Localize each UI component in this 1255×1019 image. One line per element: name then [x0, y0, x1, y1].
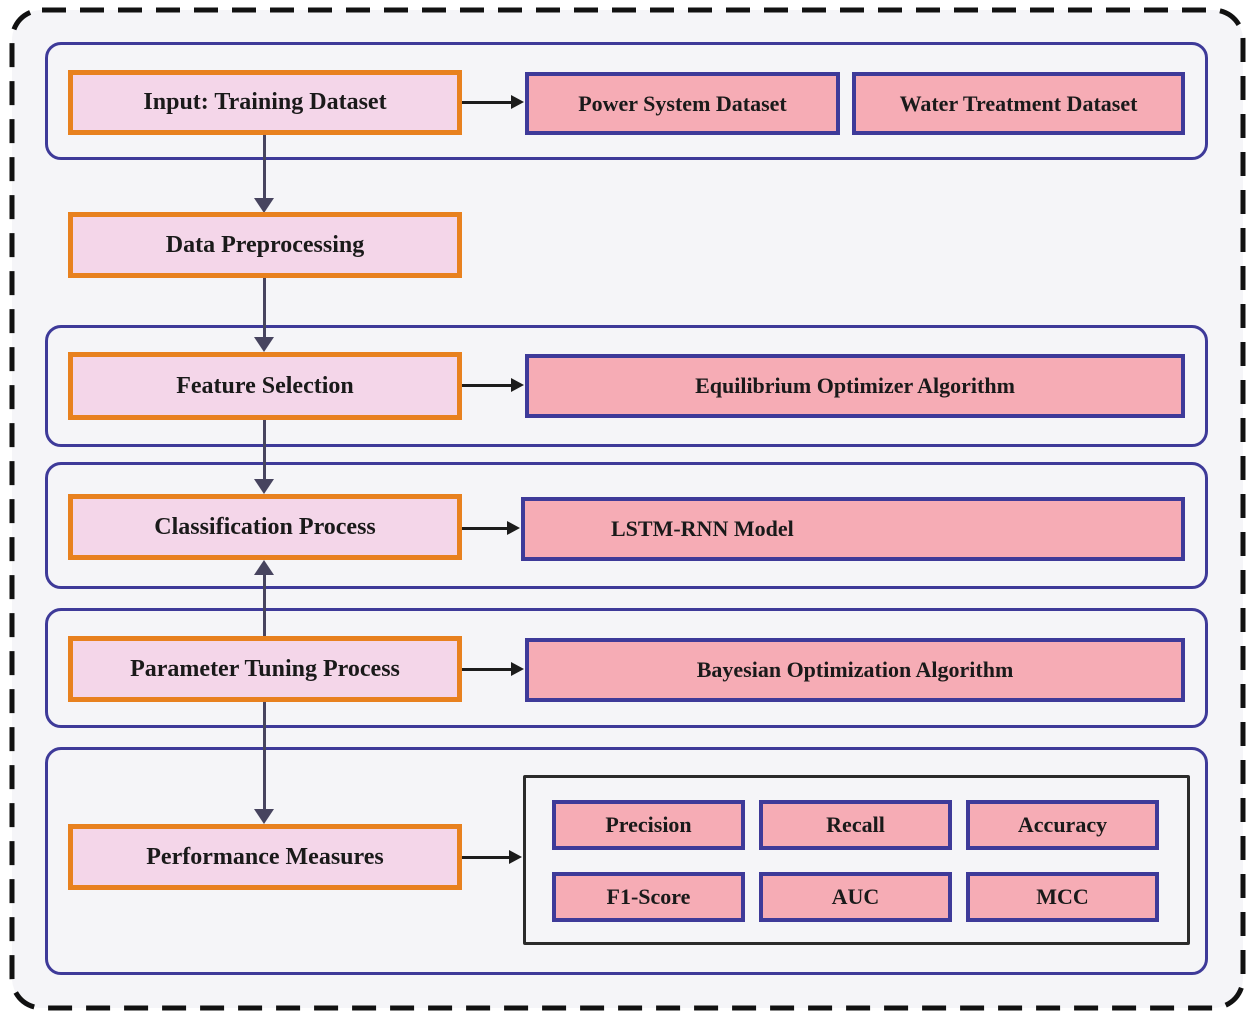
input-section-container: [45, 42, 1208, 160]
feature-selection-label: Feature Selection: [176, 372, 354, 399]
arrow-line: [263, 278, 266, 339]
bayesian-optimization-box: Bayesian Optimization Algorithm: [525, 638, 1185, 702]
arrow-line: [462, 101, 513, 104]
arrow-line: [263, 702, 266, 810]
metric-box-precision: Precision: [552, 800, 745, 850]
parameter-tuning-process-box: Parameter Tuning Process: [68, 636, 462, 702]
power-system-dataset-label: Power System Dataset: [578, 90, 787, 116]
input-training-dataset-label: Input: Training Dataset: [143, 89, 387, 115]
arrow-line: [462, 856, 511, 859]
arrow-head-down-icon: [254, 809, 274, 824]
arrow-line: [263, 573, 266, 636]
arrow-head-right-icon: [507, 521, 520, 535]
water-treatment-dataset-box: Water Treatment Dataset: [852, 72, 1185, 135]
arrow-line: [462, 527, 509, 530]
parameter-tuning-section-container: [45, 608, 1208, 728]
metric-label: MCC: [1036, 884, 1089, 909]
arrow-head-right-icon: [511, 95, 524, 109]
metric-label: F1-Score: [606, 884, 691, 909]
metrics-frame: [523, 775, 1190, 945]
metric-box-accuracy: Accuracy: [966, 800, 1159, 850]
equilibrium-optimizer-label: Equilibrium Optimizer Algorithm: [695, 373, 1015, 398]
arrow-line: [462, 384, 513, 387]
bayesian-optimization-label: Bayesian Optimization Algorithm: [696, 657, 1014, 682]
arrow-line: [263, 135, 266, 200]
arrow-head-right-icon: [511, 662, 524, 676]
classification-process-label: Classification Process: [154, 513, 376, 540]
metric-box-mcc: MCC: [966, 872, 1159, 922]
metric-label: Precision: [605, 812, 692, 837]
metric-label: AUC: [831, 884, 880, 909]
arrow-head-right-icon: [509, 850, 522, 864]
parameter-tuning-process-label: Parameter Tuning Process: [130, 655, 400, 682]
metric-box-f1-score: F1-Score: [552, 872, 745, 922]
data-preprocessing-label: Data Preprocessing: [165, 231, 365, 258]
arrow-head-down-icon: [254, 337, 274, 352]
performance-section-container: [45, 747, 1208, 975]
lstm-rnn-model-box: LSTM-RNN Model: [521, 497, 1185, 561]
arrow-head-up-icon: [254, 560, 274, 575]
arrow-head-down-icon: [254, 198, 274, 213]
water-treatment-dataset-label: Water Treatment Dataset: [899, 90, 1138, 116]
performance-measures-label: Performance Measures: [146, 843, 384, 870]
metric-label: Accuracy: [1017, 812, 1108, 837]
metric-box-auc: AUC: [759, 872, 952, 922]
feature-selection-box: Feature Selection: [68, 352, 462, 420]
arrow-head-down-icon: [254, 479, 274, 494]
metric-label: Recall: [826, 812, 885, 837]
lstm-rnn-model-label: LSTM-RNN Model: [611, 516, 794, 541]
arrow-line: [462, 668, 513, 671]
input-training-dataset-box: Input: Training Dataset: [68, 70, 462, 135]
power-system-dataset-box: Power System Dataset: [525, 72, 840, 135]
performance-measures-box: Performance Measures: [68, 824, 462, 890]
arrow-line: [263, 420, 266, 481]
classification-section-container: [45, 462, 1208, 589]
data-preprocessing-box: Data Preprocessing: [68, 212, 462, 278]
feature-selection-section-container: [45, 325, 1208, 447]
equilibrium-optimizer-box: Equilibrium Optimizer Algorithm: [525, 354, 1185, 418]
metric-box-recall: Recall: [759, 800, 952, 850]
classification-process-box: Classification Process: [68, 494, 462, 560]
arrow-head-right-icon: [511, 378, 524, 392]
